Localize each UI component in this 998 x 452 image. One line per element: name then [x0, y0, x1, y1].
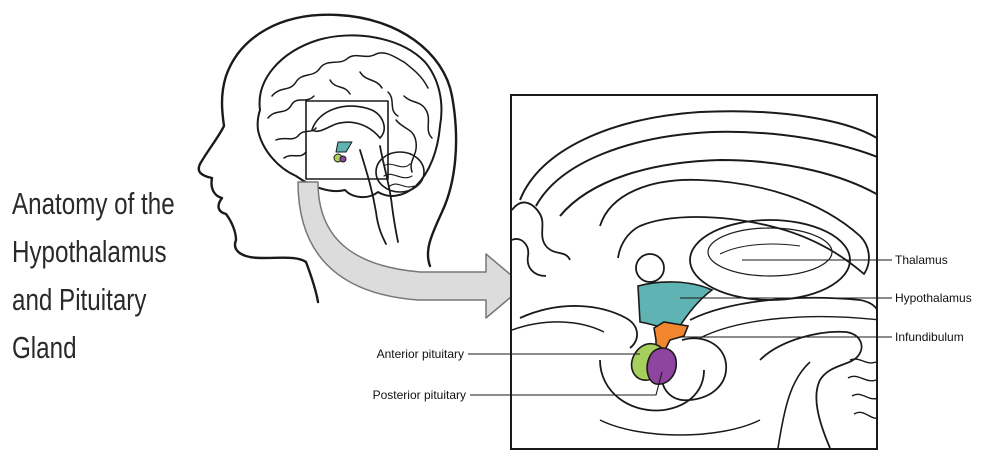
- infundibulum-label: Infundibulum: [895, 330, 964, 344]
- brain-outline: [258, 35, 442, 197]
- back-of-head: [428, 96, 456, 266]
- anterior-pituitary-label: Anterior pituitary: [377, 347, 464, 361]
- brain-folds: [268, 53, 432, 172]
- thalamus-label: Thalamus: [895, 253, 948, 267]
- small-corpus-callosum: [312, 106, 384, 138]
- posterior-pituitary-label: Posterior pituitary: [373, 388, 466, 402]
- zoom-arrow: [298, 182, 524, 318]
- detail-panel: [511, 95, 880, 449]
- hypothalamus-label: Hypothalamus: [895, 291, 972, 305]
